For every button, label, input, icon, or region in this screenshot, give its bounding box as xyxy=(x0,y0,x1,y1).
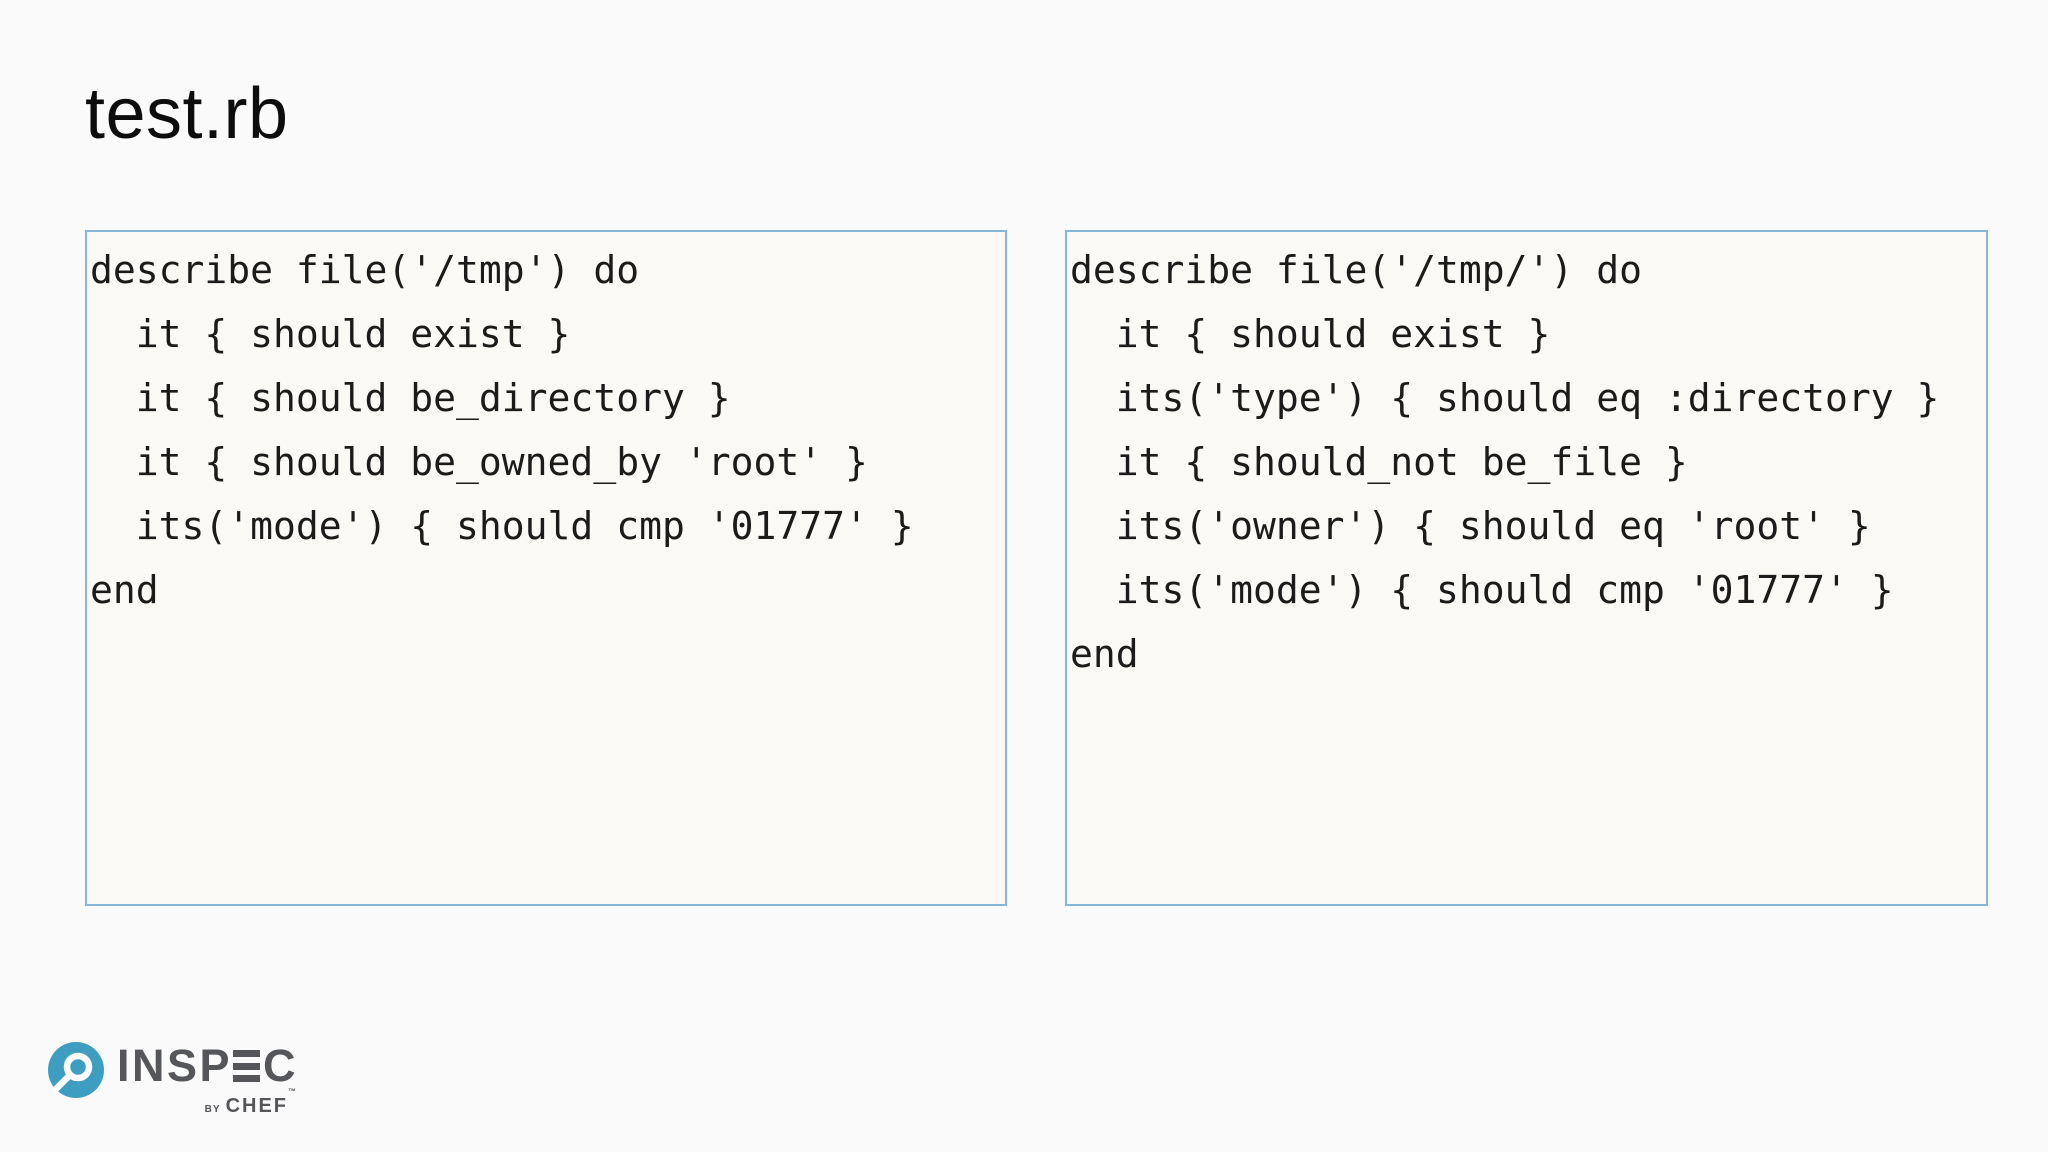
inspec-wordmark: INSP C xyxy=(117,1040,299,1091)
code-line: its('mode') { should cmp '01777' } xyxy=(90,504,914,548)
code-line: describe file('/tmp') do xyxy=(90,248,640,292)
code-line: its('owner') { should eq 'root' } xyxy=(1070,504,1871,548)
trademark-symbol: ™ xyxy=(288,1087,299,1096)
wordmark-c: C xyxy=(263,1040,299,1091)
chef-byline: BY CHEF™ xyxy=(204,1087,299,1118)
code-line: describe file('/tmp/') do xyxy=(1070,248,1642,292)
page-title: test.rb xyxy=(85,74,289,154)
code-line: it { should be_owned_by 'root' } xyxy=(90,440,868,484)
code-line: it { should be_directory } xyxy=(90,376,731,420)
logo-text-block: INSP C BY CHEF™ xyxy=(117,1040,299,1118)
code-line: it { should_not be_file } xyxy=(1070,440,1688,484)
code-line: it { should exist } xyxy=(90,312,571,356)
code-line: its('type') { should eq :directory } xyxy=(1070,376,1940,420)
inspec-logo: INSP C BY CHEF™ xyxy=(48,1040,299,1118)
byline-prefix: BY xyxy=(204,1104,221,1115)
code-line: end xyxy=(90,568,159,612)
wordmark-insp: INSP xyxy=(117,1040,233,1091)
code-line: it { should exist } xyxy=(1070,312,1551,356)
code-line: its('mode') { should cmp '01777' } xyxy=(1070,568,1894,612)
byline-brand: CHEF™ xyxy=(225,1087,299,1117)
code-panel-left: describe file('/tmp') do it { should exi… xyxy=(85,230,1007,906)
stylized-e-icon xyxy=(233,1050,261,1082)
code-panel-right: describe file('/tmp/') do it { should ex… xyxy=(1065,230,1988,906)
magnifier-icon xyxy=(48,1042,104,1098)
code-line: end xyxy=(1070,632,1139,676)
